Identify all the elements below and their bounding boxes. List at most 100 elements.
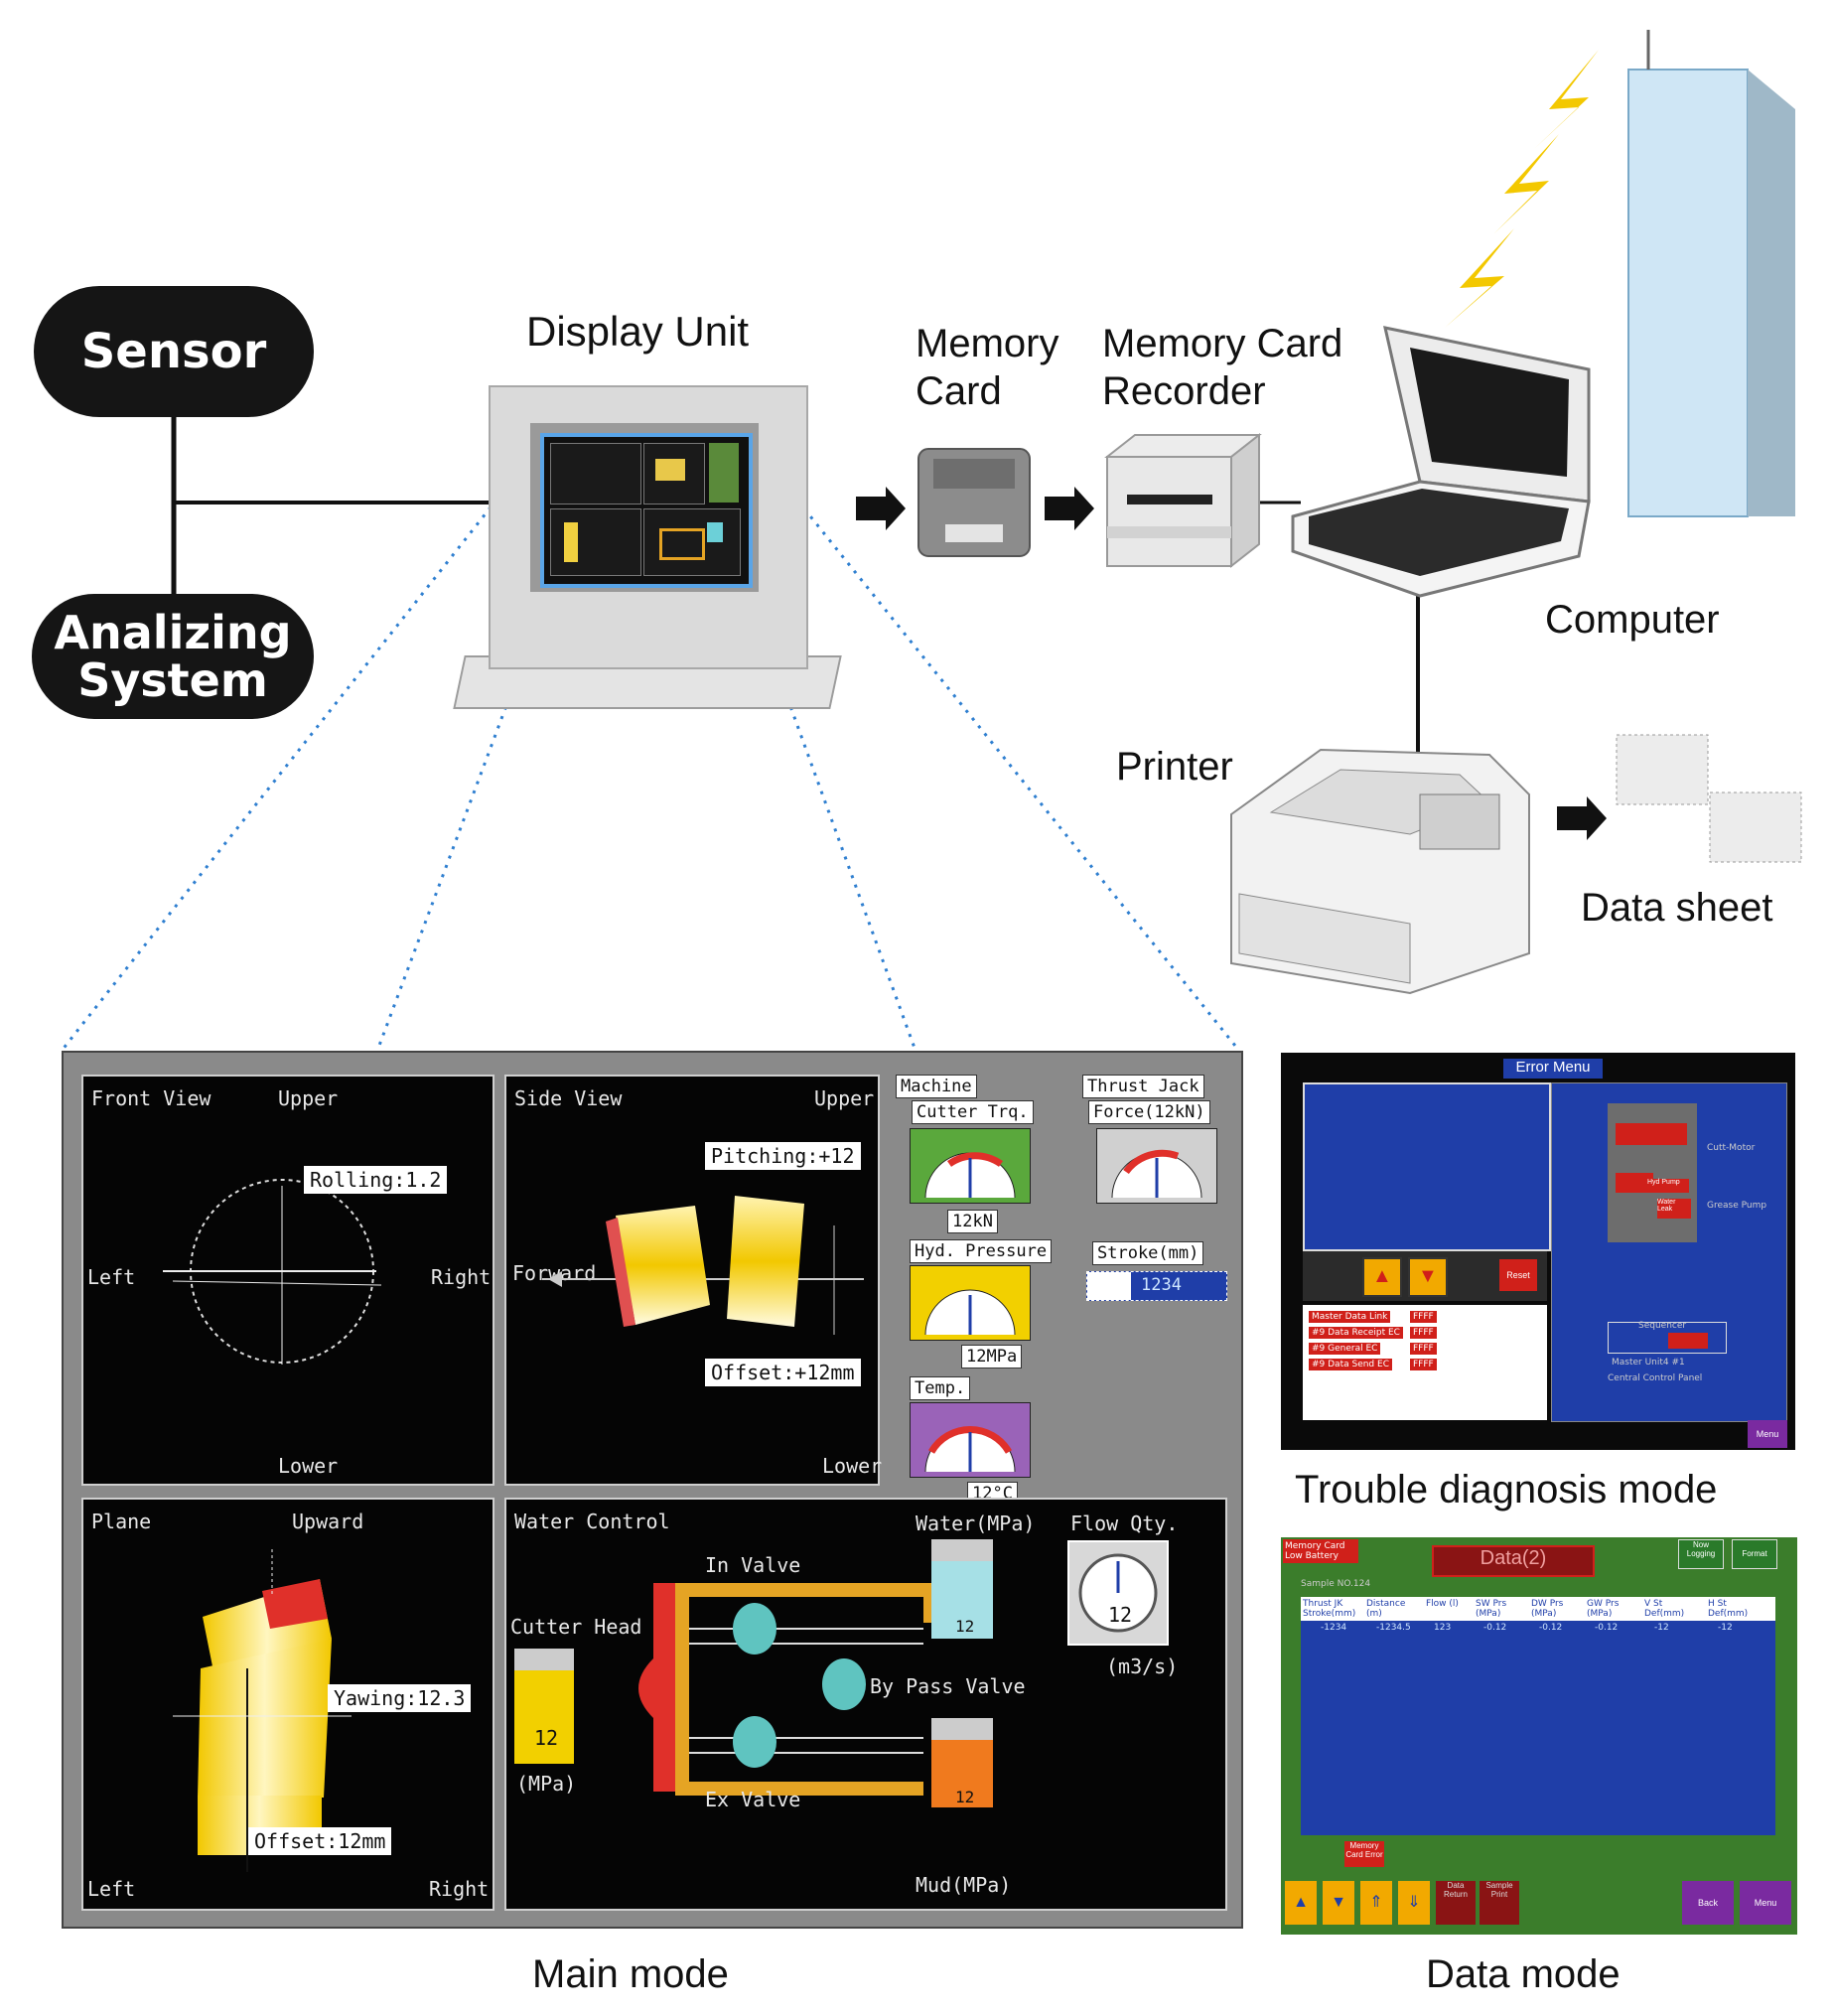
status-line2: Low Battery (1285, 1551, 1339, 1561)
table-cell: 123 (1434, 1623, 1452, 1633)
machine-label: Machine (896, 1075, 977, 1098)
cutter-head-value: 12 (534, 1726, 559, 1750)
mud-pressure-value: 12 (955, 1788, 975, 1806)
front-view-upper: Upper (278, 1086, 339, 1110)
central-panel-label: Central Control Panel (1608, 1373, 1703, 1383)
page-up-button[interactable]: ⇑ (1360, 1881, 1392, 1925)
error-code: FFFF (1410, 1343, 1437, 1355)
error-code: FFFF (1410, 1359, 1437, 1370)
monitor-screen (540, 433, 753, 588)
analyzing-label-line1: Analizing (54, 606, 292, 659)
up-button[interactable]: ▲ (1285, 1881, 1317, 1925)
sample-print-button[interactable]: Sample Print (1480, 1881, 1519, 1925)
display-unit-label: Display Unit (526, 308, 750, 355)
trouble-mode-label: Trouble diagnosis mode (1295, 1468, 1718, 1512)
memory-card-label: Memory Card (916, 320, 1058, 415)
table-cell: -1234.5 (1376, 1623, 1411, 1633)
front-view-graphic (163, 1179, 382, 1365)
data-mode-screen: Memory Card Low Battery Data(2) Now Logg… (1281, 1537, 1797, 1935)
printer-icon (1230, 748, 1530, 995)
table-cell: -1234 (1321, 1623, 1347, 1633)
signal-bolt-icon (1534, 50, 1599, 149)
recorder-line2: Recorder (1102, 369, 1266, 413)
side-view-upper: Upper (814, 1086, 875, 1110)
column-header: DW Prs (MPa) (1531, 1599, 1564, 1619)
error-menu-title: Error Menu (1503, 1059, 1603, 1079)
arrow-right-icon (1557, 796, 1607, 840)
rolling-readout: Rolling:1.2 (304, 1166, 448, 1194)
back-button[interactable]: Back (1682, 1881, 1734, 1925)
sensor-label: Sensor (80, 324, 267, 379)
hyd-pump-indicator: Hyd Pump (1647, 1179, 1689, 1193)
plane-right: Right (429, 1877, 490, 1901)
data-return-button[interactable]: Data Return (1436, 1881, 1476, 1925)
front-view-pane: Front View Upper Lower Left Right Rollin… (81, 1075, 494, 1486)
computer-label: Computer (1545, 598, 1720, 642)
front-view-title: Front View (91, 1086, 212, 1110)
menu-button[interactable]: Menu (1740, 1881, 1791, 1925)
water-control-title: Water Control (514, 1510, 670, 1533)
flow-qty-value: 12 (1108, 1603, 1133, 1627)
format-button[interactable]: Format (1732, 1539, 1777, 1569)
column-header: Distance (m) (1366, 1599, 1406, 1619)
grease-pump-label: Grease Pump (1707, 1201, 1767, 1211)
cutter-head-unit: (MPa) (516, 1772, 577, 1796)
hyd-pressure-value: 12MPa (961, 1345, 1023, 1368)
bypass-valve-label: By Pass Valve (870, 1674, 1026, 1698)
side-view-title: Side View (514, 1086, 623, 1110)
yawing-readout: Yawing:12.3 (328, 1684, 472, 1712)
water-control-graphic (514, 1539, 1169, 1807)
sample-number: Sample NO.124 (1301, 1579, 1371, 1589)
page-down-button[interactable]: ⇓ (1398, 1881, 1430, 1925)
side-view-graphic (542, 1196, 864, 1335)
status-line1: Memory Card (1285, 1541, 1345, 1551)
scroll-up-button[interactable]: ▲ (1362, 1257, 1402, 1297)
stroke-bar: 1234 (1086, 1271, 1227, 1301)
flow-qty-label: Flow Qty. (1070, 1512, 1179, 1535)
display-unit-monitor (489, 385, 808, 669)
menu-button[interactable]: Menu (1748, 1420, 1787, 1448)
down-button[interactable]: ▼ (1323, 1881, 1354, 1925)
table-cell: -0.12 (1483, 1623, 1507, 1633)
error-code: FFFF (1410, 1327, 1437, 1339)
error-list: Master Data Link FFFF #9 Data Receipt EC… (1303, 1305, 1547, 1420)
error-name: #9 General EC (1309, 1343, 1381, 1355)
sensor-node: Sensor (34, 286, 314, 417)
water-leak-indicator: Water Leak (1657, 1199, 1691, 1219)
now-logging-button[interactable]: Now Logging (1678, 1539, 1724, 1569)
data-sheet-label: Data sheet (1581, 886, 1773, 930)
data-table: Thrust JK Stroke(mm) Distance (m) Flow (… (1301, 1597, 1775, 1835)
cutter-torque-gauge (910, 1128, 1031, 1204)
main-mode-screen: Front View Upper Lower Left Right Rollin… (62, 1051, 1243, 1929)
cutter-motor-label: Cutt-Motor (1707, 1143, 1756, 1153)
memory-card-line1: Memory (916, 322, 1059, 365)
cutter-head-label: Cutter Head (510, 1615, 642, 1639)
cutter-torque-label: Cutter Trq. (912, 1100, 1034, 1124)
arrow-right-icon (856, 487, 906, 530)
skyscraper-icon (1627, 30, 1795, 517)
column-header: Thrust JK Stroke(mm) (1303, 1599, 1356, 1619)
printer-label: Printer (1116, 745, 1233, 789)
main-mode-label: Main mode (532, 1952, 729, 1996)
arrow-right-icon (1045, 487, 1094, 530)
front-view-left: Left (87, 1265, 136, 1289)
plane-left: Left (87, 1877, 136, 1901)
memory-card-status: Memory Card Low Battery (1283, 1539, 1358, 1563)
signal-bolt-icon (1445, 228, 1514, 328)
error-name: #9 Data Send EC (1309, 1359, 1392, 1370)
error-name: #9 Data Receipt EC (1309, 1327, 1403, 1339)
cutter-torque-value: 12kN (947, 1210, 998, 1233)
memory-card-icon (917, 448, 1031, 557)
laptop-computer-icon (1291, 326, 1591, 598)
water-pressure-label: Water(MPa) (916, 1512, 1036, 1535)
plane-offset-readout: Offset:12mm (248, 1827, 392, 1855)
error-name: Master Data Link (1309, 1311, 1391, 1323)
machine-diagram: Water Leak Hyd Pump (1608, 1103, 1697, 1242)
trouble-diagnosis-screen: Error Menu ▲ ▼ Reset Master Data Link FF… (1281, 1053, 1795, 1450)
side-offset-readout: Offset:+12mm (705, 1359, 861, 1386)
reset-button[interactable]: Reset (1499, 1259, 1537, 1291)
scroll-down-button[interactable]: ▼ (1408, 1257, 1448, 1297)
sequencer-box: Sequencer (1608, 1321, 1727, 1354)
machine-status-panel: Water Leak Hyd Pump Cutt-Motor Grease Pu… (1551, 1082, 1787, 1422)
table-header-row: Thrust JK Stroke(mm) Distance (m) Flow (… (1301, 1597, 1775, 1621)
